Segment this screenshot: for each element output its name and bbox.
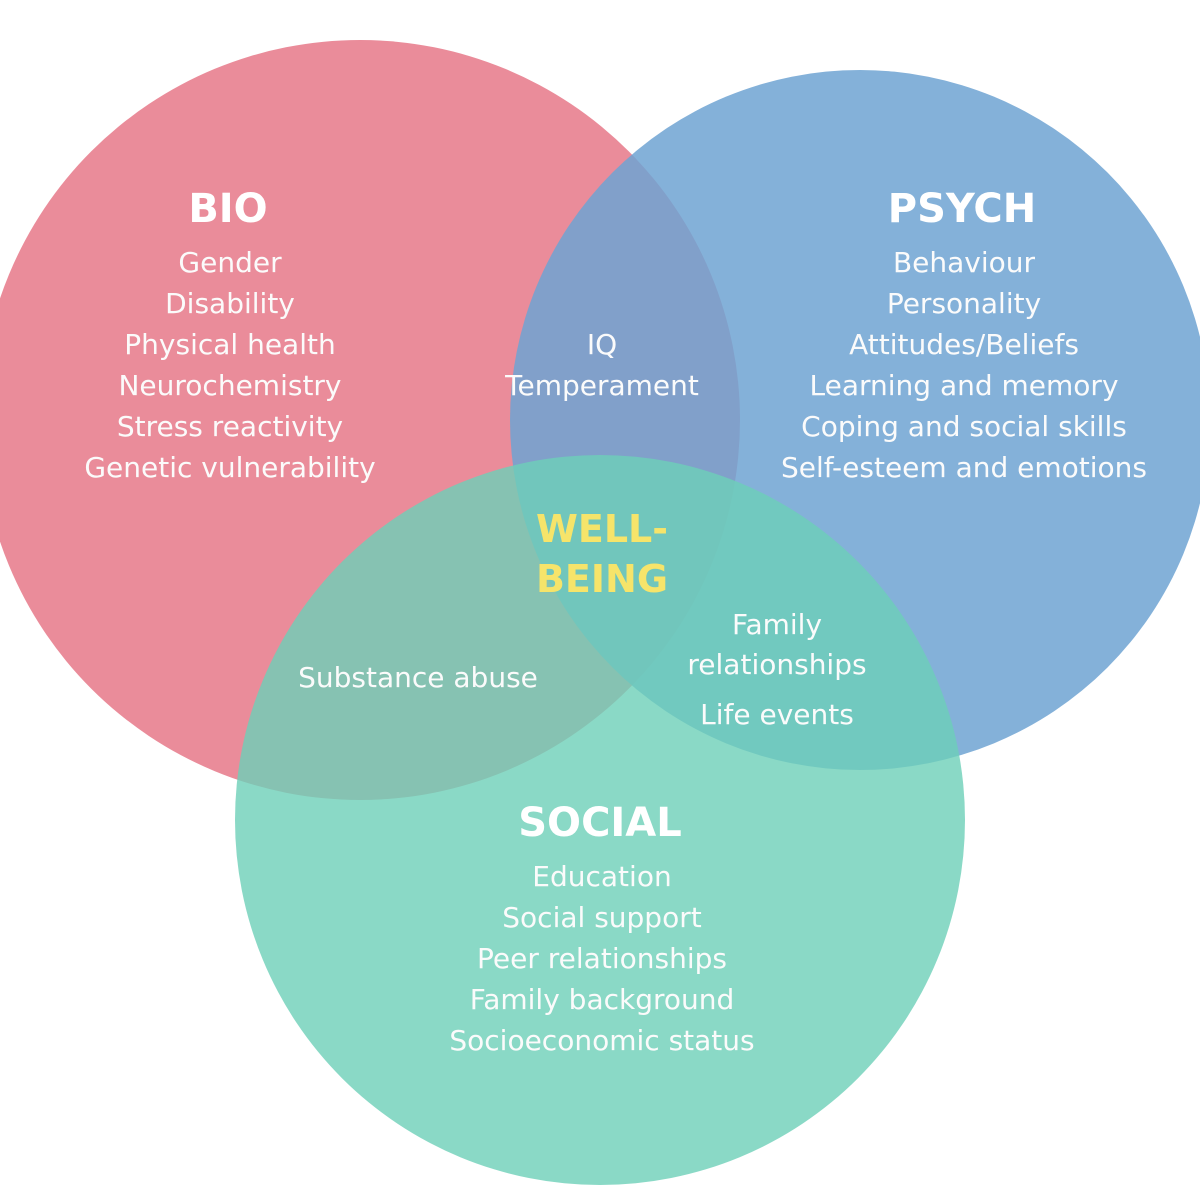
bio-item: Gender <box>178 246 282 279</box>
bio-item: Genetic vulnerability <box>84 451 375 484</box>
psych-item: Behaviour <box>893 246 1036 279</box>
psych-title: PSYCH <box>888 186 1037 232</box>
bio-item: Physical health <box>124 328 335 361</box>
wellbeing-title-line: WELL- <box>536 507 668 551</box>
psych-item: Personality <box>887 287 1041 320</box>
psych-item: Coping and social skills <box>801 410 1127 443</box>
social-item: Socioeconomic status <box>449 1024 754 1057</box>
social-item: Education <box>532 860 671 893</box>
psych-social-item: relationships <box>687 648 866 681</box>
bio-item: Stress reactivity <box>117 410 343 443</box>
bio-psych-item: Temperament <box>504 369 699 402</box>
bio-title: BIO <box>188 186 267 232</box>
psych-social-item: Life events <box>700 698 854 731</box>
psych-region: PSYCH Behaviour Personality Attitudes/Be… <box>781 186 1147 484</box>
bio-psych-overlap: IQ Temperament <box>504 328 699 402</box>
social-item: Peer relationships <box>477 942 727 975</box>
social-item: Family background <box>470 983 735 1016</box>
psych-item: Attitudes/Beliefs <box>849 328 1079 361</box>
social-circle <box>235 455 965 1185</box>
bio-social-overlap: Substance abuse <box>298 661 538 694</box>
psych-social-overlap: Family relationships Life events <box>687 608 866 731</box>
bio-item: Disability <box>165 287 295 320</box>
bio-social-item: Substance abuse <box>298 661 538 694</box>
psych-social-item: Family <box>732 608 822 641</box>
psych-item: Learning and memory <box>809 369 1118 402</box>
center-region: WELL- BEING <box>536 507 668 601</box>
social-title: SOCIAL <box>518 800 682 846</box>
bio-item: Neurochemistry <box>118 369 341 402</box>
psych-item: Self-esteem and emotions <box>781 451 1147 484</box>
social-region: SOCIAL Education Social support Peer rel… <box>449 800 754 1057</box>
social-item: Social support <box>502 901 701 934</box>
bio-region: BIO Gender Disability Physical health Ne… <box>84 186 375 484</box>
bio-psych-item: IQ <box>587 328 617 361</box>
wellbeing-title-line: BEING <box>536 557 668 601</box>
